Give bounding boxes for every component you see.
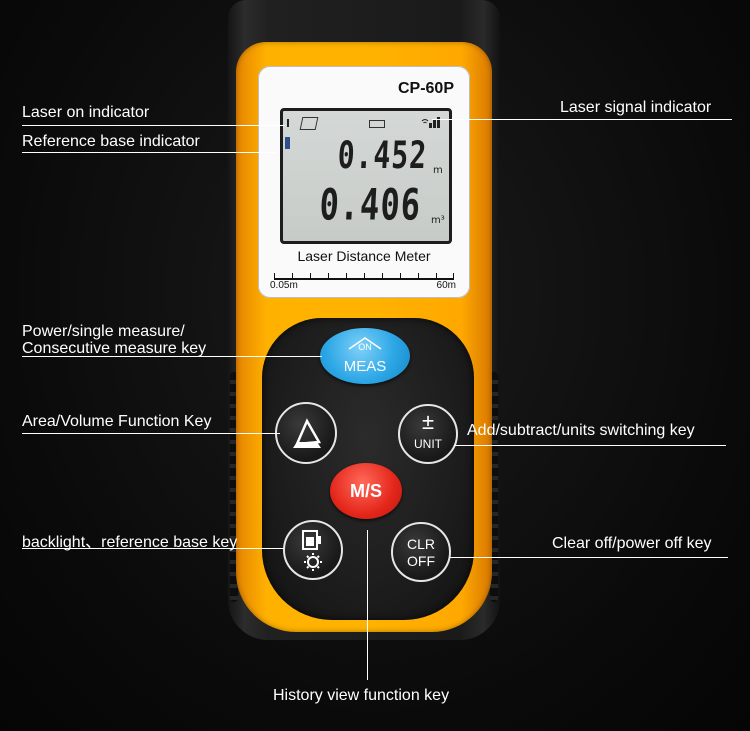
off-label: OFF [407,553,435,569]
reference-base-indicator [285,137,290,149]
backlight-icon [302,530,322,571]
backlight-line [22,548,284,549]
history-line [367,530,368,680]
range-ruler [274,268,454,280]
laser-signal-line [432,119,732,120]
area-volume-key-label: Area/Volume Function Key [22,413,212,430]
model-label: CP-60P [397,80,454,97]
laser-signal-indicator-label: Laser signal indicator [560,99,712,116]
laser-on-indicator [287,119,289,127]
left-grip [230,372,238,602]
add-subtract-key-label: Add/subtract/units switching key [467,422,695,439]
reference-base-line [22,152,277,153]
range-min-label: 0.05m [270,280,298,291]
lcd-reading-top: 0.452 [336,133,429,178]
battery-icon [369,120,385,128]
range-max-label: 60m [436,280,456,291]
reference-base-indicator-label: Reference base indicator [22,133,200,150]
lcd-unit-top: m [433,165,443,176]
area-volume-icon [293,418,322,448]
add-subtract-line [454,445,726,446]
lcd-reading-bottom: 0.406 [318,179,423,231]
clr-label: CLR [406,536,435,552]
clear-off-line [450,557,728,558]
history-key-label: History view function key [273,687,450,704]
power-key-label-line1: Power/single measure/ [22,323,185,340]
power-key-label-line2: Consecutive measure key [22,340,207,357]
unit-key[interactable]: ± UNIT [398,404,458,464]
meas-key[interactable]: ON MEAS [320,328,410,384]
lcd-screen: 0.452 m 0.406 m³ [280,108,452,244]
power-key-line [22,356,322,357]
area-volume-key[interactable] [275,402,337,464]
signal-icon [421,117,440,128]
plus-minus-icon: ± [421,409,435,434]
clear-off-key[interactable]: CLR OFF [391,522,451,582]
laser-on-indicator-label: Laser on indicator [22,104,150,121]
device-name-label: Laser Distance Meter [297,248,431,264]
meas-key-on-label: ON [358,342,372,352]
unit-key-label: UNIT [414,437,442,451]
clear-off-key-label: Clear off/power off key [552,535,712,552]
laser-on-line [22,125,285,126]
area-volume-line [22,433,280,434]
triangle-icon [348,337,382,350]
ms-key[interactable]: M/S [330,463,402,519]
backlight-key-label: backlight、reference base key [22,534,238,551]
meas-key-label: MEAS [343,358,387,375]
reference-cube-icon [299,117,319,130]
right-grip [490,372,498,602]
lcd-unit-bottom: m³ [431,215,445,226]
backlight-key[interactable] [283,520,343,580]
